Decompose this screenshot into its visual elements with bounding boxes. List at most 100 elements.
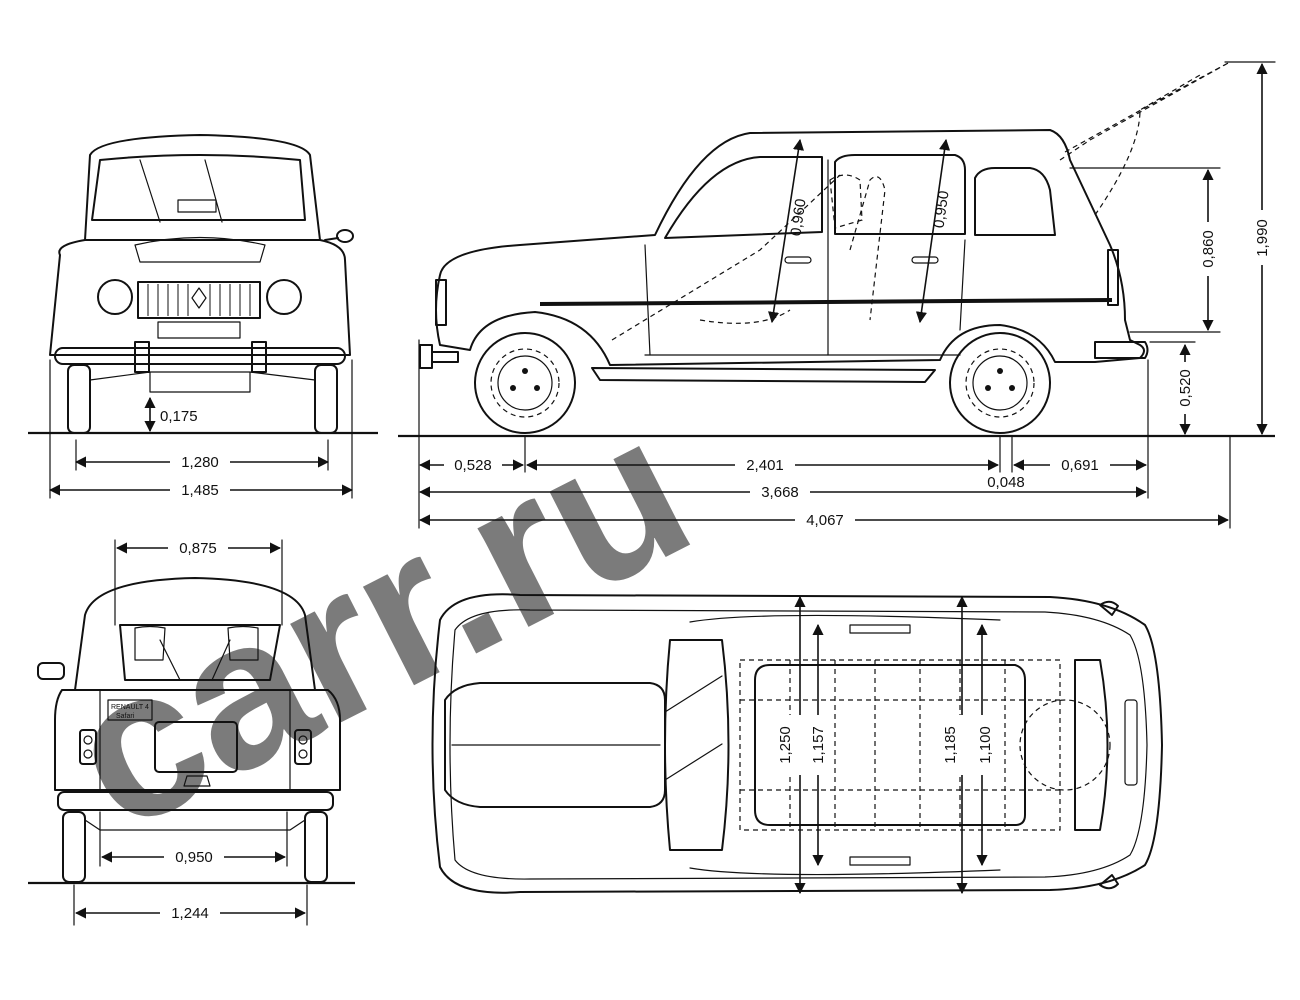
rear-view: RENAULT 4 Safari 0,875 0,950 1,244 (28, 538, 355, 926)
side-front-overhang-label: 0,528 (454, 457, 492, 474)
rear-headrest-left (134, 625, 166, 661)
side-rear-bumper (1094, 341, 1149, 359)
side-body-length-label: 3,668 (761, 484, 799, 501)
front-wheel-left (67, 364, 91, 434)
front-windscreen (91, 154, 306, 221)
top-roof-panel (754, 664, 1026, 826)
side-front-height-label: 0,960 (788, 198, 810, 238)
side-tailgate-open (1059, 61, 1231, 216)
rear-badge (107, 699, 153, 721)
rear-wheel-right (304, 811, 328, 883)
front-width-label: 1,485 (181, 482, 219, 499)
side-rear-overhang-label: 0,691 (1061, 457, 1099, 474)
front-body (49, 239, 351, 356)
side-wheel-rear (949, 332, 1051, 434)
front-wiper-left (139, 159, 161, 223)
front-overrider-left (134, 341, 150, 373)
side-view: 0,960 0,950 0,860 0,520 1,990 0,528 2,40… (398, 61, 1276, 529)
side-rear-window (834, 154, 966, 235)
side-total-height-label: 1,990 (1254, 219, 1271, 257)
rear-seat-frames (159, 639, 231, 681)
top-body-inner (449, 609, 1148, 880)
rear-side-mirror (37, 662, 65, 680)
top-body (431, 593, 1163, 894)
rear-plate-recess (154, 721, 238, 773)
side-sill-height-label: 0,520 (1177, 369, 1194, 407)
side-door-handle-front (784, 256, 812, 264)
top-interior-outline (739, 659, 1061, 831)
top-windscreen (664, 639, 730, 851)
side-overall-length-label: 4,067 (806, 512, 844, 529)
side-quarter-window (974, 167, 1056, 236)
rear-bumper (57, 791, 334, 811)
top-rear-plate (1124, 699, 1138, 786)
top-rail-slot-left (849, 624, 911, 634)
front-plate (157, 321, 241, 339)
front-mirror-arm (324, 237, 339, 241)
front-track-label: 1,280 (181, 454, 219, 471)
top-mirror-left (1099, 600, 1119, 616)
front-headlight-left (97, 279, 133, 315)
side-wheelbase-label: 2,401 (746, 457, 784, 474)
top-view: 1,250 1,157 1,185 1,100 (431, 593, 1163, 895)
top-front-inner-label: 1,157 (810, 726, 827, 764)
rear-headrest-right (227, 625, 259, 661)
side-opening-height-label: 0,860 (1200, 230, 1217, 268)
side-front-bumper (419, 344, 459, 369)
side-stripe (539, 298, 1113, 306)
rear-tail-light-left (79, 729, 97, 765)
rear-window-width-label: 0,875 (179, 540, 217, 557)
side-sill (591, 367, 936, 383)
rear-tail-light-right (294, 729, 312, 765)
side-rear-height-label: 0,950 (931, 190, 953, 230)
top-wiper-b (664, 743, 723, 781)
side-door-handle-rear (911, 256, 939, 264)
top-rail-slot-right (849, 856, 911, 866)
rear-body (54, 689, 341, 791)
top-rear-outer-label: 1,185 (942, 726, 959, 764)
top-wiper-a (664, 675, 723, 713)
front-headlight-right (266, 279, 302, 315)
watermark: carr.ru (34, 369, 723, 875)
front-wiper-right (204, 159, 223, 223)
rear-opening-width-label: 0,950 (175, 849, 213, 866)
side-rear-seat-outline (829, 174, 863, 229)
rear-wheel-left (62, 811, 86, 883)
rear-axle (84, 819, 306, 831)
side-rear-height-dim (915, 138, 951, 324)
front-logo-icon (191, 287, 207, 309)
side-wheel-front (474, 332, 576, 434)
front-clearance-label: 0,175 (160, 408, 198, 425)
side-door-line-rear (959, 239, 966, 331)
front-side-mirror (336, 229, 354, 243)
side-body (435, 129, 1145, 366)
side-headlight (435, 279, 447, 326)
front-grille (137, 281, 261, 319)
top-front-outer-label: 1,250 (777, 726, 794, 764)
rear-hatch-edges (99, 689, 291, 791)
side-tail-light (1107, 249, 1119, 306)
front-cabin (84, 134, 321, 241)
front-bumper (54, 347, 346, 365)
front-overrider-right (251, 341, 267, 373)
side-seats-outline (611, 174, 886, 341)
side-door-line-a (644, 244, 651, 356)
rear-badge-line2: Safari (116, 713, 135, 720)
top-rear-inner-label: 1,100 (977, 726, 994, 764)
front-wheel-right (314, 364, 338, 434)
watermark-text: carr.ru (34, 369, 723, 875)
front-suspension (89, 371, 316, 393)
side-front-height-dim (767, 138, 805, 324)
rear-badge-line1: RENAULT 4 (111, 704, 149, 711)
front-mirror-interior (177, 199, 217, 213)
rear-window (119, 624, 281, 681)
front-bonnet-scoop (134, 236, 266, 263)
rear-cabin (74, 577, 316, 691)
rear-track-label: 1,244 (171, 905, 209, 922)
side-offset-label: 0,048 (987, 474, 1025, 491)
top-spare-wheel (1019, 699, 1111, 791)
rear-handle (183, 775, 211, 787)
front-view: 0,175 1,280 1,485 (28, 134, 378, 499)
top-mirror-right (1099, 874, 1119, 890)
